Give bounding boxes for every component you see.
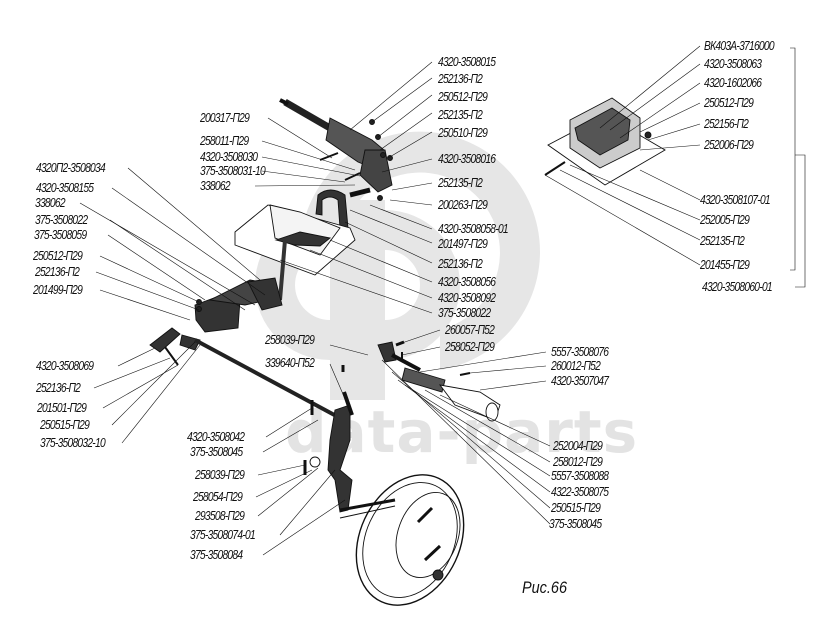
lever-arm-small xyxy=(149,327,201,366)
part-label: 201501-П29 xyxy=(37,401,87,415)
part-label: 250512-П29 xyxy=(33,249,83,263)
part-label: 252005-П29 xyxy=(700,213,750,227)
part-label: 4322-3508075 xyxy=(551,485,609,499)
part-label: 250512-П29 xyxy=(438,90,488,104)
part-label: 4320-3507047 xyxy=(551,374,609,388)
part-label: 250512-П29 xyxy=(704,96,754,110)
part-label: 258012-П29 xyxy=(553,455,603,469)
part-label: 375-3508084 xyxy=(190,548,243,562)
part-label: 252136-П2 xyxy=(36,381,81,395)
part-label: 252006-П29 xyxy=(704,138,754,152)
part-label: 4320-3508063 xyxy=(704,57,762,71)
part-label: 201455-П29 xyxy=(700,258,750,272)
part-label: 252136-П2 xyxy=(35,265,80,279)
part-label: 4320-3508069 xyxy=(36,359,94,373)
part-label: ВК403А-3716000 xyxy=(704,39,775,53)
part-label: 252135-П2 xyxy=(438,176,483,190)
part-label: 4320П2-3508034 xyxy=(36,161,106,175)
part-label: 375-3508045 xyxy=(549,517,602,531)
master-cylinder-rod xyxy=(279,98,393,193)
part-label: 258011-П29 xyxy=(200,134,249,148)
figure-caption: Рис.66 xyxy=(522,578,567,597)
part-label: 5557-3508088 xyxy=(551,469,609,483)
part-label: 4320-3508015 xyxy=(438,55,496,69)
assembly-label: 4320-3508060-01 xyxy=(702,280,773,294)
part-label: 200263-П29 xyxy=(438,198,488,212)
part-label: 252136-П2 xyxy=(438,257,483,271)
part-label: 375-3508059 xyxy=(34,228,87,242)
part-label: 250515-П29 xyxy=(551,501,601,515)
part-label: 260012-П52 xyxy=(551,359,601,373)
part-label: 260057-П52 xyxy=(445,323,495,337)
part-label: 375-3508045 xyxy=(190,445,243,459)
leader-lines xyxy=(79,45,806,556)
part-label: 4320-3508092 xyxy=(438,291,496,305)
part-label: 4320-1602066 xyxy=(704,76,762,90)
part-label: 4320-3508155 xyxy=(36,181,94,195)
pedal-lever xyxy=(194,277,283,333)
part-label: 250510-П29 xyxy=(438,126,488,140)
part-label: 258052-П29 xyxy=(445,340,495,354)
pedal-plate xyxy=(234,204,356,301)
part-label: 4320-3508042 xyxy=(187,430,245,444)
part-label: 201497-П29 xyxy=(438,237,488,251)
part-label: 252004-П29 xyxy=(553,439,603,453)
part-label: 258054-П29 xyxy=(193,490,243,504)
part-label: 252156-П2 xyxy=(704,117,749,131)
bracket-part xyxy=(315,187,371,229)
part-label: 375-3508031-10 xyxy=(200,164,266,178)
part-label: 4320-3508030 xyxy=(200,150,258,164)
part-label: 4320-3508107-01 xyxy=(700,193,771,207)
part-label: 375-3508022 xyxy=(438,306,491,320)
part-label: 252136-П2 xyxy=(438,72,483,86)
part-label: 252135-П2 xyxy=(700,234,745,248)
part-label: 375-3508032-10 xyxy=(40,436,106,450)
slave-cylinder xyxy=(341,340,501,422)
part-label: 375-3508022 xyxy=(35,213,88,227)
part-label: 5557-3508076 xyxy=(551,345,609,359)
part-label: 258039-П29 xyxy=(265,333,315,347)
part-label: 200317-П29 xyxy=(200,111,250,125)
part-label: 339640-П52 xyxy=(265,356,315,370)
part-label: 252135-П2 xyxy=(438,108,483,122)
part-label: 293508-П29 xyxy=(195,509,245,523)
part-label: 4320-3508058-01 xyxy=(438,222,509,236)
part-label: 338062 xyxy=(35,196,66,210)
part-label: 375-3508074-01 xyxy=(190,528,256,542)
part-label: 4320-3508056 xyxy=(438,275,496,289)
part-label: 250515-П29 xyxy=(40,418,90,432)
part-label: 201499-П29 xyxy=(33,283,83,297)
push-rod xyxy=(194,338,341,420)
part-label: 4320-3508016 xyxy=(438,152,496,166)
brake-drum xyxy=(355,474,465,606)
part-label: 338062 xyxy=(200,179,231,193)
part-label: 258039-П29 xyxy=(195,468,245,482)
brake-valve xyxy=(544,97,666,186)
